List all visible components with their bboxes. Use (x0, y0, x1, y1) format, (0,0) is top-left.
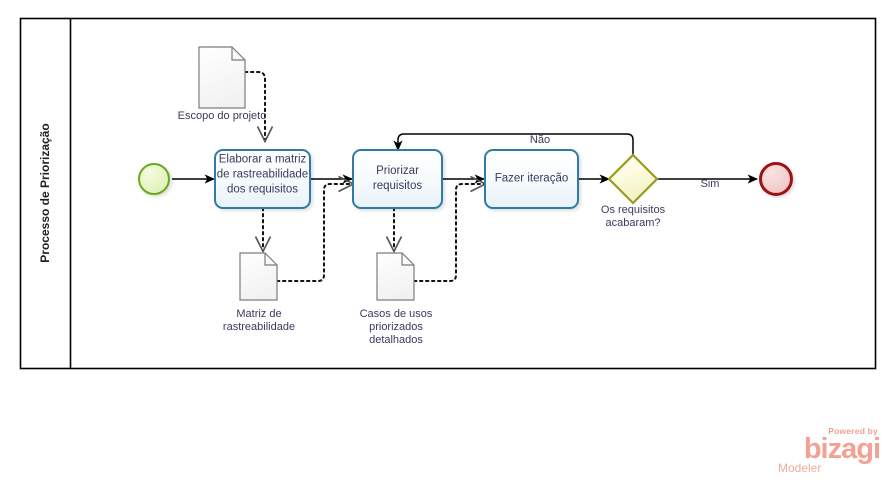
gateway-requisitos[interactable] (607, 153, 659, 205)
flow-gateway-nao-loop (393, 133, 634, 155)
pool-frame (19, 17, 877, 370)
assoc-escopo-to-elaborar (244, 71, 265, 140)
data-associations (244, 71, 484, 282)
bizagi-logo: Powered by bizagi Modeler (776, 426, 881, 475)
task-priorizar-label: Priorizar requisitos (372, 165, 423, 192)
task-elaborar-label: Elaborar a matriz de rastreabilidade dos… (216, 153, 309, 196)
task-elaborar-label-wrap: Elaborar a matriz de rastreabilidade dos… (216, 154, 309, 198)
modeler-label: Modeler (778, 461, 822, 475)
data-object-casos-shape (376, 252, 415, 301)
task-priorizar-requisitos[interactable]: Priorizar requisitos (352, 149, 443, 209)
bizagi-wordmark: bizagi (803, 433, 881, 465)
powered-by-label: Powered by (828, 426, 878, 436)
data-object-matriz-label: Matriz de rastreabilidade (222, 308, 296, 333)
pool-lane-header: Processo de Priorização (20, 18, 70, 368)
task-elaborar-matriz[interactable]: Elaborar a matriz de rastreabilidade dos… (214, 149, 311, 209)
data-object-casos-label: Casos de usos priorizados detalhados (359, 308, 433, 346)
task-iteracao-label-wrap: Fazer iteração (486, 172, 577, 187)
task-fazer-iteracao[interactable]: Fazer iteração (484, 149, 579, 209)
task-iteracao-label: Fazer iteração (494, 172, 569, 185)
gateway-label: Os requisitos acabaram? (600, 204, 666, 229)
flow-label-sim: Sim (700, 178, 720, 190)
task-priorizar-label-wrap: Priorizar requisitos (354, 164, 441, 194)
start-event[interactable] (138, 163, 170, 195)
assoc-casos-to-iteracao (413, 184, 484, 282)
data-object-shapes (198, 46, 415, 301)
end-event[interactable] (759, 162, 793, 196)
data-object-escopo-shape (198, 46, 246, 109)
data-object-matriz-shape (239, 252, 278, 301)
assoc-matriz-to-priorizar (276, 184, 352, 282)
flow-label-nao: Não (529, 134, 551, 146)
pool-label: Processo de Priorização (38, 123, 52, 263)
data-object-escopo-label: Escopo do projeto (177, 110, 267, 122)
